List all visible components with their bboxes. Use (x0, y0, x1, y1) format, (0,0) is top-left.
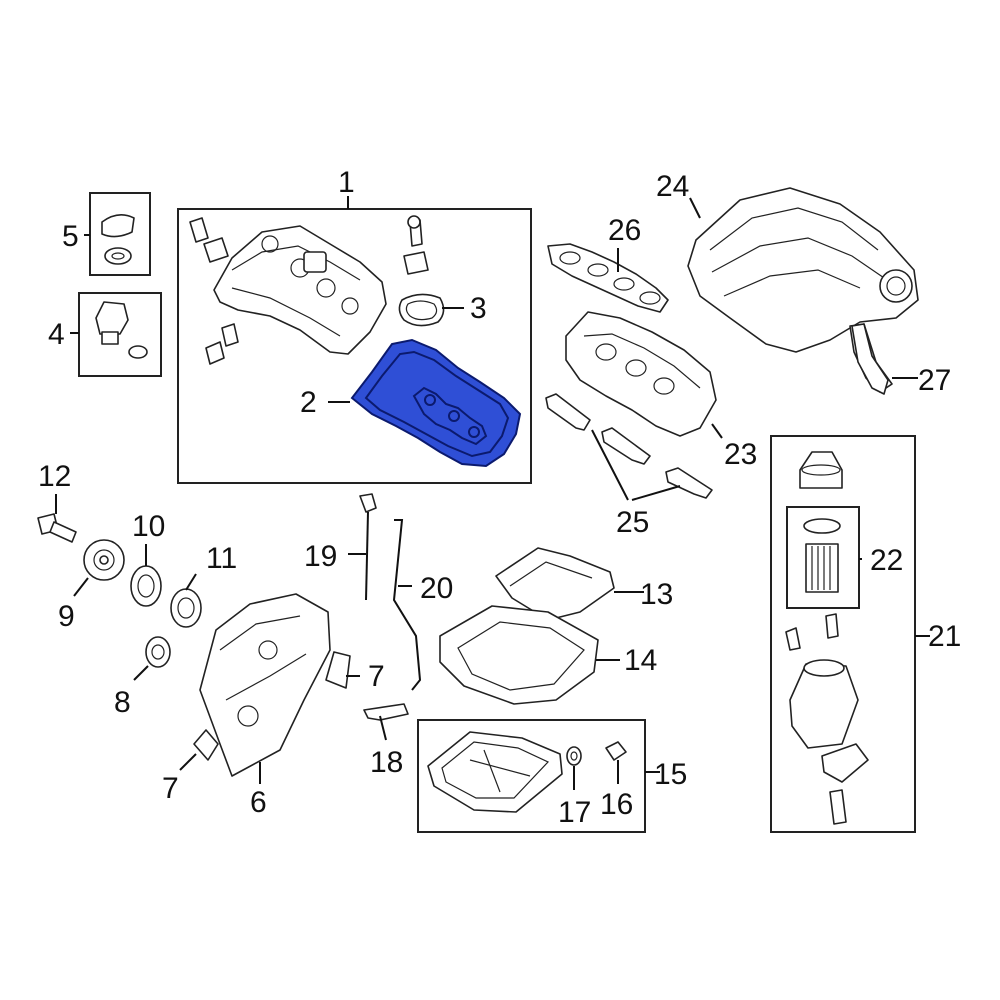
baffle-part-13 (495, 547, 615, 621)
filter-housing-part (785, 613, 869, 825)
callout-24: 24 (656, 170, 689, 203)
callout-12: 12 (38, 460, 71, 493)
callout-23: 23 (724, 438, 757, 471)
seal-part-11 (170, 588, 202, 628)
oil-pan-lower-part-15 (427, 731, 563, 813)
tensioner-part-7a (325, 651, 351, 689)
callout-25: 25 (616, 506, 649, 539)
dipstick-tube-part-20 (392, 519, 422, 691)
group-box-21 (770, 435, 916, 833)
group-box-15 (417, 719, 646, 833)
runner-gasket-part-25 (545, 393, 713, 499)
callout-11: 11 (206, 542, 237, 575)
callout-16: 16 (600, 788, 633, 821)
callout-18: 18 (370, 746, 403, 779)
callout-22: 22 (870, 544, 903, 577)
manifold-lower-part-23 (565, 311, 717, 437)
callout-3: 3 (470, 292, 487, 325)
group-box-22 (786, 506, 860, 609)
washer-part-17 (566, 746, 582, 766)
bolt-part-12 (37, 513, 77, 543)
filter-element-part-22 (803, 518, 841, 593)
group-box-4 (78, 292, 162, 377)
sprocket-part-9 (83, 539, 125, 581)
callout-20: 20 (420, 572, 453, 605)
oil-pan-upper-part-14 (439, 605, 599, 705)
drain-plug-part-16 (605, 741, 627, 761)
seal-part-10 (130, 565, 162, 607)
intake-manifold-part-24 (687, 187, 919, 393)
callout-19: 19 (304, 540, 337, 573)
callout-13: 13 (640, 578, 673, 611)
callout-7a: 7 (368, 660, 385, 693)
timing-cover-part-6 (199, 593, 331, 777)
tensioner-part-7b (193, 729, 219, 761)
callout-5: 5 (62, 220, 79, 253)
valve-cover-part (213, 225, 387, 355)
cover-bolt-part (189, 215, 429, 365)
oil-cap-part-5 (101, 214, 135, 265)
callout-14: 14 (624, 644, 657, 677)
filter-cap-part (799, 451, 843, 489)
callout-9: 9 (58, 600, 75, 633)
callout-21: 21 (928, 620, 961, 653)
dipstick-part-19 (359, 493, 377, 601)
callout-1: 1 (338, 166, 355, 199)
group-box-1 (177, 208, 532, 484)
callout-26: 26 (608, 214, 641, 247)
callout-10: 10 (132, 510, 165, 543)
callout-27: 27 (918, 364, 951, 397)
callout-7b: 7 (162, 772, 179, 805)
callout-15: 15 (654, 758, 687, 791)
bracket-part-18 (363, 703, 409, 721)
seal-ring-part-3 (398, 293, 445, 327)
callout-17: 17 (558, 796, 591, 829)
callout-8: 8 (114, 686, 131, 719)
callout-6: 6 (250, 786, 267, 819)
valve-cover-gasket-highlighted (350, 338, 522, 468)
bracket-part-27 (851, 323, 889, 395)
callout-4: 4 (48, 318, 65, 351)
intake-gasket-part-26 (547, 243, 669, 313)
sensor-part-4 (95, 301, 148, 359)
callout-2: 2 (300, 386, 317, 419)
seal-part-8 (145, 636, 171, 668)
leader-lines (55, 196, 930, 790)
